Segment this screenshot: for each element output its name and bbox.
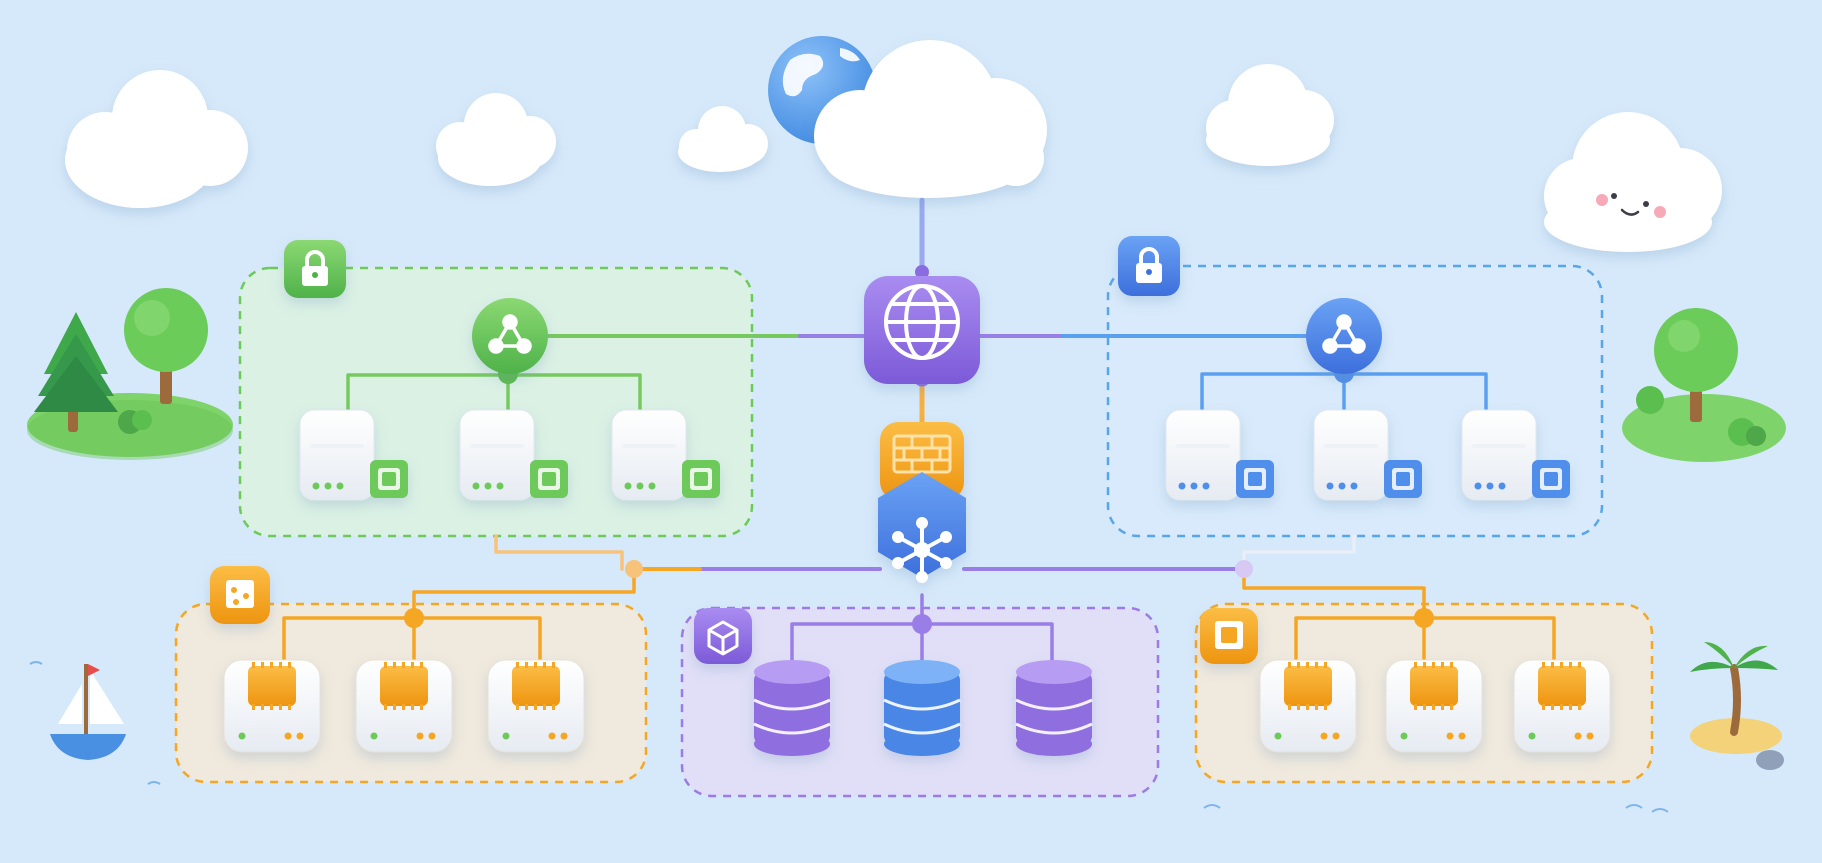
chip-icon — [1200, 608, 1258, 664]
devices — [223, 409, 1611, 756]
globe-icon — [884, 284, 960, 360]
lock-icon — [284, 240, 346, 298]
chip-icon — [1284, 662, 1332, 710]
server-icon[interactable] — [459, 409, 568, 501]
chip-icon — [1532, 460, 1570, 498]
chip-icon — [370, 460, 408, 498]
chip-icon — [248, 662, 296, 710]
firewall-node[interactable] — [880, 422, 964, 500]
server-icon[interactable] — [1165, 409, 1274, 501]
cloud-icon — [65, 70, 248, 208]
cloud-icon — [436, 93, 556, 186]
server-icon[interactable] — [299, 409, 408, 501]
chip-icon — [380, 662, 428, 710]
chip-icon — [512, 662, 560, 710]
share-icon — [1306, 298, 1382, 374]
chip-icon — [210, 566, 270, 624]
server-icon[interactable] — [355, 659, 453, 753]
server-icon[interactable] — [1385, 659, 1483, 753]
server-icon[interactable] — [223, 659, 321, 753]
chip-icon — [1236, 460, 1274, 498]
chip-icon — [530, 460, 568, 498]
cloud-icon — [814, 40, 1047, 198]
tree-icon — [27, 288, 233, 460]
cloud-icon — [678, 106, 768, 172]
gateway-node[interactable] — [864, 276, 980, 384]
server-icon[interactable] — [1513, 659, 1611, 753]
cube-icon — [694, 608, 752, 664]
server-icon[interactable] — [611, 409, 720, 501]
server-icon[interactable] — [1313, 409, 1422, 501]
share-icon — [472, 298, 548, 374]
sailboat-icon — [29, 661, 161, 785]
server-icon[interactable] — [1461, 409, 1570, 501]
tree-icon — [1622, 308, 1786, 462]
hub-node[interactable] — [878, 472, 966, 583]
database-icon[interactable] — [1015, 660, 1093, 756]
chip-icon — [1538, 662, 1586, 710]
server-icon[interactable] — [487, 659, 585, 753]
chip-icon — [682, 460, 720, 498]
chip-icon — [1410, 662, 1458, 710]
smiling-cloud-icon — [1544, 112, 1722, 252]
chip-icon — [1384, 460, 1422, 498]
cloud-icon — [1206, 64, 1334, 166]
database-icon[interactable] — [883, 660, 961, 756]
database-icon[interactable] — [753, 660, 831, 756]
hub-icon — [892, 517, 952, 583]
server-icon[interactable] — [1259, 659, 1357, 753]
palm-tree-icon — [1203, 642, 1784, 813]
lock-icon — [1118, 236, 1180, 296]
brick-wall-icon — [892, 434, 952, 474]
